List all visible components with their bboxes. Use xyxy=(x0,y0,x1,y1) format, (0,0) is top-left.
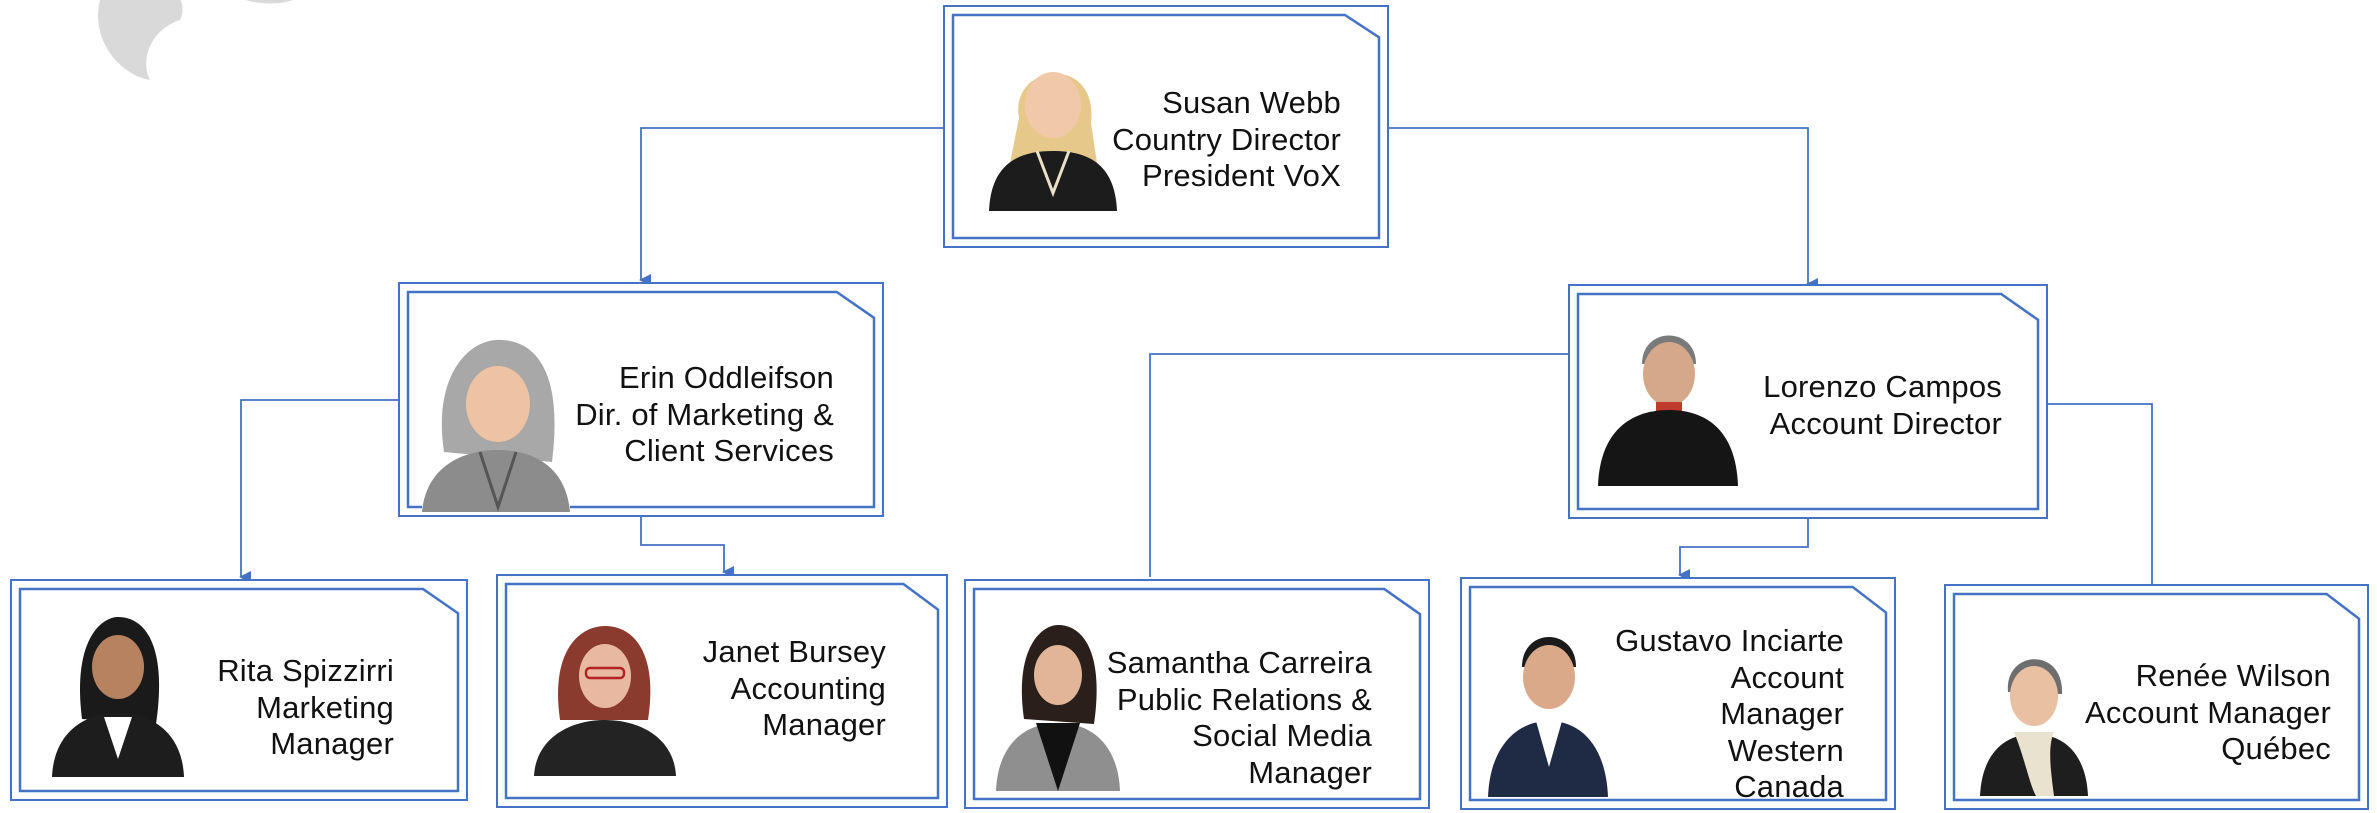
person-label: Janet Bursey Accounting Manager xyxy=(703,634,886,744)
org-node-samantha-carreira: Samantha Carreira Public Relations & Soc… xyxy=(964,579,1430,809)
card-frame xyxy=(408,292,874,507)
person-card: Susan Webb Country Director President Vo… xyxy=(953,15,1379,238)
card-frame xyxy=(953,15,1379,238)
person-title: Québec xyxy=(2221,731,2331,767)
connector-susan-lorenzo xyxy=(1389,127,1818,290)
connector-erin-janet xyxy=(640,517,734,578)
person-title: Dir. of Marketing & xyxy=(575,396,834,432)
person-card: Janet Bursey Accounting Manager xyxy=(506,584,938,798)
person-label: Lorenzo Campos Account Director xyxy=(1763,369,2002,442)
connector-lorenzo-renee xyxy=(2048,403,2162,601)
person-name: Lorenzo Campos xyxy=(1763,369,2002,404)
org-node-rita-spizzirri: Rita Spizzirri Marketing Manager xyxy=(10,579,468,801)
person-label: Susan Webb Country Director President Vo… xyxy=(1112,85,1341,195)
connector-lorenzo-gustavo xyxy=(1678,519,1809,581)
connector-lorenzo-samantha xyxy=(1149,353,1568,577)
person-card: Renée Wilson Account Manager Québec xyxy=(1954,594,2359,800)
portrait-photo xyxy=(530,620,680,776)
portrait-photo xyxy=(996,619,1120,791)
person-title: Public Relations & xyxy=(1116,681,1372,717)
portrait-photo xyxy=(979,43,1127,211)
portrait-photo xyxy=(1488,617,1608,797)
portrait-photo xyxy=(1598,316,1738,486)
person-title: Manager xyxy=(1248,754,1372,790)
connector-susan-erin xyxy=(639,127,943,286)
person-name: Janet Bursey xyxy=(702,634,886,669)
card-frame xyxy=(506,584,938,798)
person-label: Renée Wilson Account Manager Québec xyxy=(2085,658,2331,768)
portrait-photo xyxy=(1974,636,2094,796)
org-node-renee-wilson: Renée Wilson Account Manager Québec xyxy=(1944,584,2369,810)
person-title: Account Manager xyxy=(2085,694,2331,730)
person-card: Gustavo Inciarte Account Manager Western… xyxy=(1470,587,1886,804)
person-title: President VoX xyxy=(1141,158,1341,194)
card-frame xyxy=(20,589,458,791)
person-card: Lorenzo Campos Account Director xyxy=(1578,294,2038,509)
person-label: Erin Oddleifson Dir. of Marketing & Clie… xyxy=(575,360,834,470)
person-title: Western xyxy=(1727,732,1844,768)
person-label: Rita Spizzirri Marketing Manager xyxy=(217,653,394,763)
person-name: Samantha Carreira xyxy=(1106,645,1372,680)
card-frame xyxy=(1954,594,2359,800)
person-title: Marketing xyxy=(256,689,394,725)
person-name: Gustavo Inciarte xyxy=(1615,623,1844,658)
card-frame xyxy=(1578,294,2038,509)
person-name: Renée Wilson xyxy=(2135,658,2331,693)
person-label: Samantha Carreira Public Relations & Soc… xyxy=(1107,645,1372,791)
org-node-susan-webb: Susan Webb Country Director President Vo… xyxy=(943,5,1389,248)
org-node-erin-oddleifson: Erin Oddleifson Dir. of Marketing & Clie… xyxy=(398,282,884,517)
card-frame xyxy=(974,589,1420,799)
person-label: Gustavo Inciarte Account Manager Western… xyxy=(1615,623,1844,806)
portrait-photo xyxy=(422,332,570,512)
person-name: Rita Spizzirri xyxy=(217,653,394,688)
person-title: Canada xyxy=(1734,769,1844,805)
person-title: Manager xyxy=(270,726,394,762)
org-node-gustavo-inciarte: Gustavo Inciarte Account Manager Western… xyxy=(1460,577,1896,810)
person-name: Erin Oddleifson xyxy=(619,360,834,395)
person-title: Account xyxy=(1730,659,1844,695)
person-title: Manager xyxy=(1720,696,1844,732)
portrait-photo xyxy=(52,609,184,777)
person-title: Accounting xyxy=(730,670,886,706)
org-node-janet-bursey: Janet Bursey Accounting Manager xyxy=(496,574,948,808)
person-title: Social Media xyxy=(1192,718,1372,754)
connector-erin-rita xyxy=(239,399,398,583)
person-card: Rita Spizzirri Marketing Manager xyxy=(20,589,458,791)
person-title: Account Director xyxy=(1769,405,2002,441)
person-title: Manager xyxy=(762,707,886,743)
person-name: Susan Webb xyxy=(1162,85,1341,120)
org-node-lorenzo-campos: Lorenzo Campos Account Director xyxy=(1568,284,2048,519)
decorative-leaf-shape xyxy=(98,0,294,80)
card-frame xyxy=(1470,587,1886,800)
person-title: Country Director xyxy=(1112,121,1341,157)
person-card: Samantha Carreira Public Relations & Soc… xyxy=(974,589,1420,799)
person-card: Erin Oddleifson Dir. of Marketing & Clie… xyxy=(408,292,874,512)
person-title: Client Services xyxy=(624,433,834,469)
